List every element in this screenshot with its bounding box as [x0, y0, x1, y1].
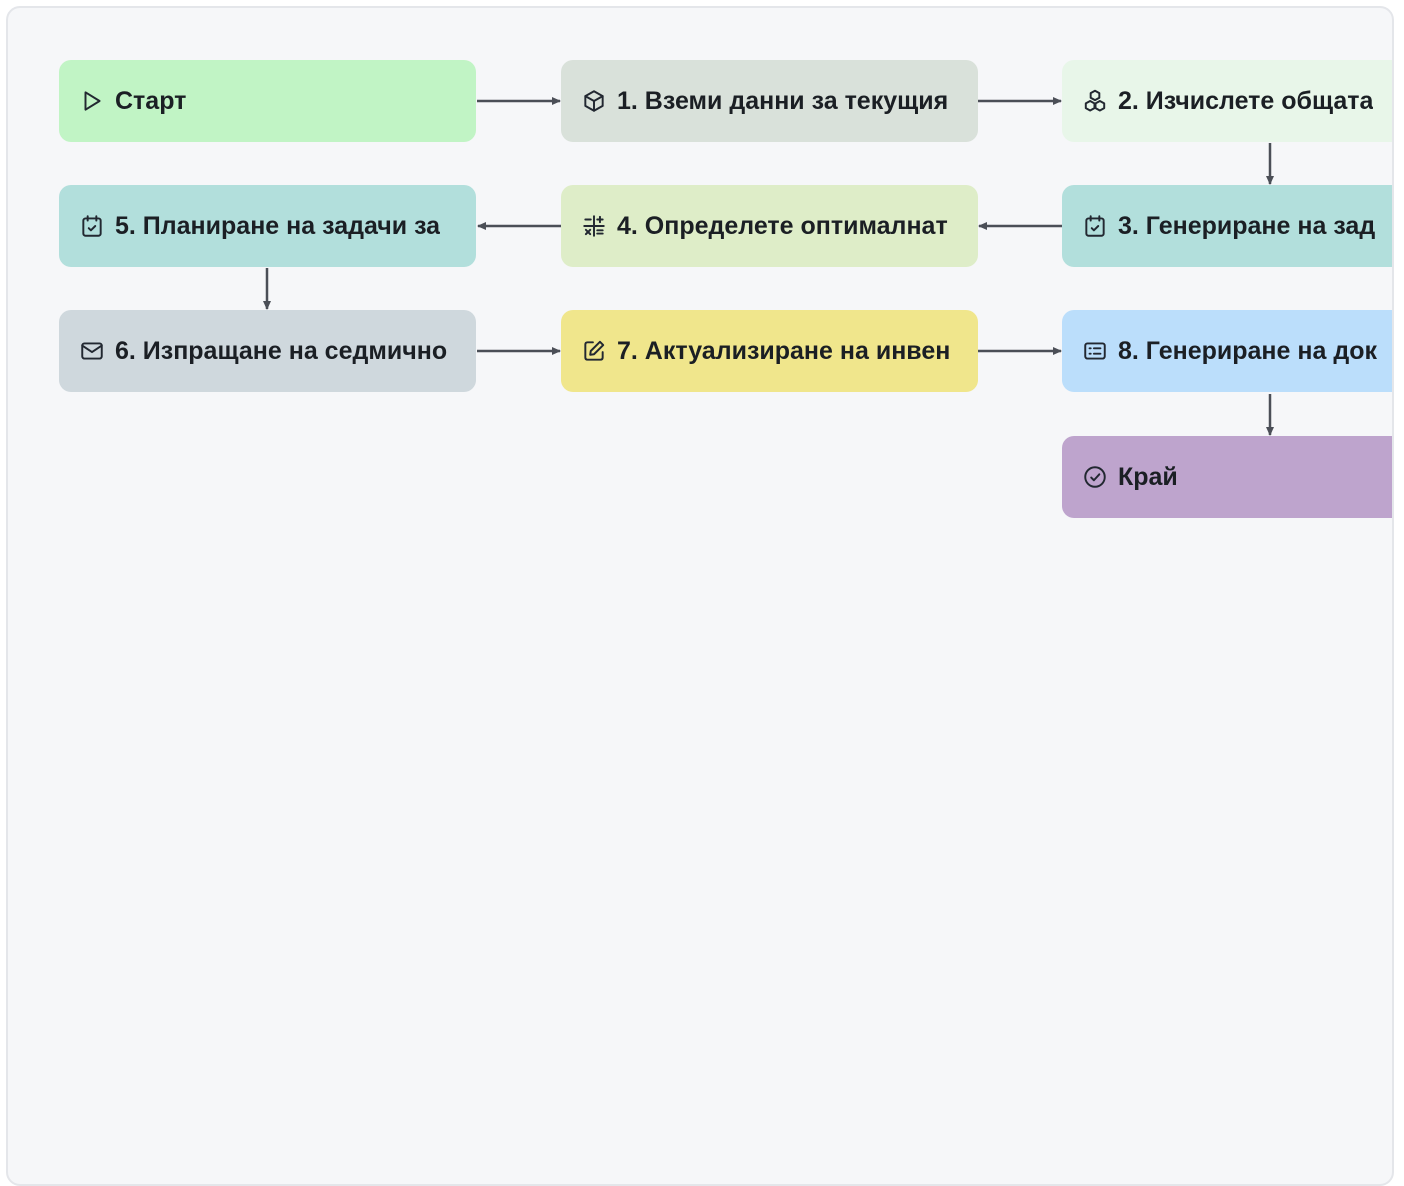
calendar-check-icon: [79, 213, 105, 239]
flow-node-5[interactable]: 5. Планиране на задачи за: [59, 185, 476, 267]
flow-canvas: Старт 1. Вземи данни за текущия 2. Изчис…: [6, 6, 1394, 1186]
flow-node-3[interactable]: 3. Генериране на зад: [1062, 185, 1392, 267]
flow-node-8[interactable]: 8. Генериране на док: [1062, 310, 1392, 392]
node-label: 8. Генериране на док: [1118, 336, 1377, 365]
flow-node-7[interactable]: 7. Актуализиране на инвен: [561, 310, 978, 392]
flow-node-6[interactable]: 6. Изпращане на седмично: [59, 310, 476, 392]
flow-node-4[interactable]: 4. Определете оптималнат: [561, 185, 978, 267]
node-label: Старт: [115, 86, 187, 115]
flow-node-end[interactable]: Край: [1062, 436, 1392, 518]
mail-icon: [79, 338, 105, 364]
flow-node-2[interactable]: 2. Изчислете общата: [1062, 60, 1392, 142]
node-label: 1. Вземи данни за текущия: [617, 86, 949, 115]
check-circle-icon: [1082, 464, 1108, 490]
calendar-check-icon: [1082, 213, 1108, 239]
box-icon: [581, 88, 607, 114]
node-label: 3. Генериране на зад: [1118, 211, 1376, 240]
node-label: 2. Изчислете общата: [1118, 86, 1374, 115]
flow-node-start[interactable]: Старт: [59, 60, 476, 142]
node-label: 5. Планиране на задачи за: [115, 211, 441, 240]
calculator-icon: [581, 213, 607, 239]
play-icon: [79, 88, 105, 114]
flow-node-1[interactable]: 1. Вземи данни за текущия: [561, 60, 978, 142]
boxes-icon: [1082, 88, 1108, 114]
node-label: 4. Определете оптималнат: [617, 211, 948, 240]
list-card-icon: [1082, 338, 1108, 364]
node-label: 6. Изпращане на седмично: [115, 336, 448, 365]
node-label: 7. Актуализиране на инвен: [617, 336, 951, 365]
pencil-square-icon: [581, 338, 607, 364]
node-label: Край: [1118, 462, 1178, 491]
